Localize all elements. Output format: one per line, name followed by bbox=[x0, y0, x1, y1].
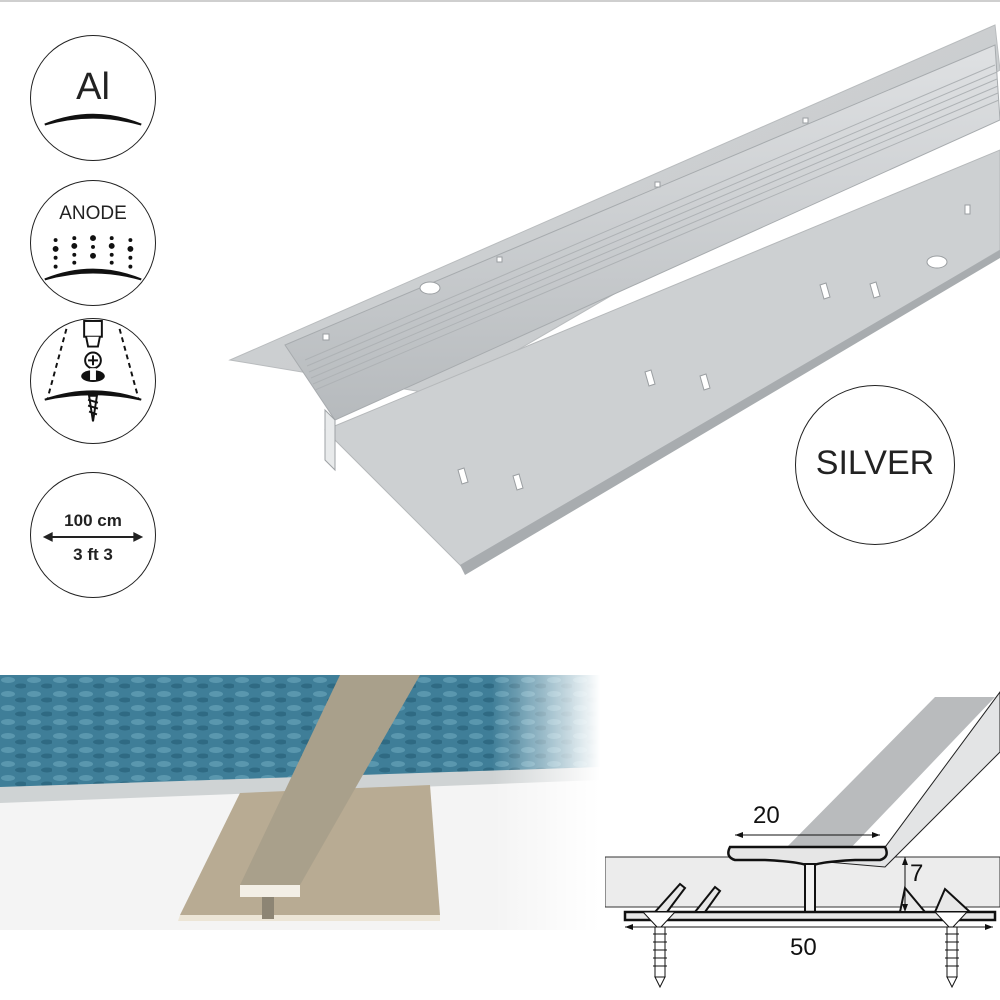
anodised-icon bbox=[44, 235, 142, 281]
dimension-height: 7 bbox=[910, 860, 924, 887]
length-metric: 100 cm bbox=[64, 511, 122, 530]
cross-section-diagram: 20 7 50 bbox=[605, 672, 1000, 1000]
profile-product-render bbox=[225, 0, 1000, 580]
finish-label: ANODE bbox=[59, 203, 127, 224]
installed-carpet-photo bbox=[0, 675, 600, 930]
material-badge: Al bbox=[30, 35, 156, 161]
finish-badge: ANODE bbox=[30, 180, 156, 306]
length-badge: 100 cm 3 ft 3 bbox=[30, 472, 156, 598]
screw-left-icon bbox=[641, 911, 677, 989]
top-divider bbox=[0, 0, 1000, 2]
dimension-top-width: 20 bbox=[753, 802, 780, 829]
length-arrow-icon bbox=[42, 532, 144, 542]
screw-right-icon bbox=[933, 911, 969, 989]
colour-badge: SILVER bbox=[795, 385, 955, 545]
fixing-badge bbox=[30, 318, 156, 444]
colour-label: SILVER bbox=[815, 444, 935, 482]
screw-fixing-icon bbox=[44, 319, 142, 422]
aluminium-icon bbox=[44, 113, 142, 126]
material-label: Al bbox=[76, 66, 110, 108]
dimension-base-width: 50 bbox=[790, 934, 817, 961]
length-imperial: 3 ft 3 bbox=[73, 545, 113, 564]
